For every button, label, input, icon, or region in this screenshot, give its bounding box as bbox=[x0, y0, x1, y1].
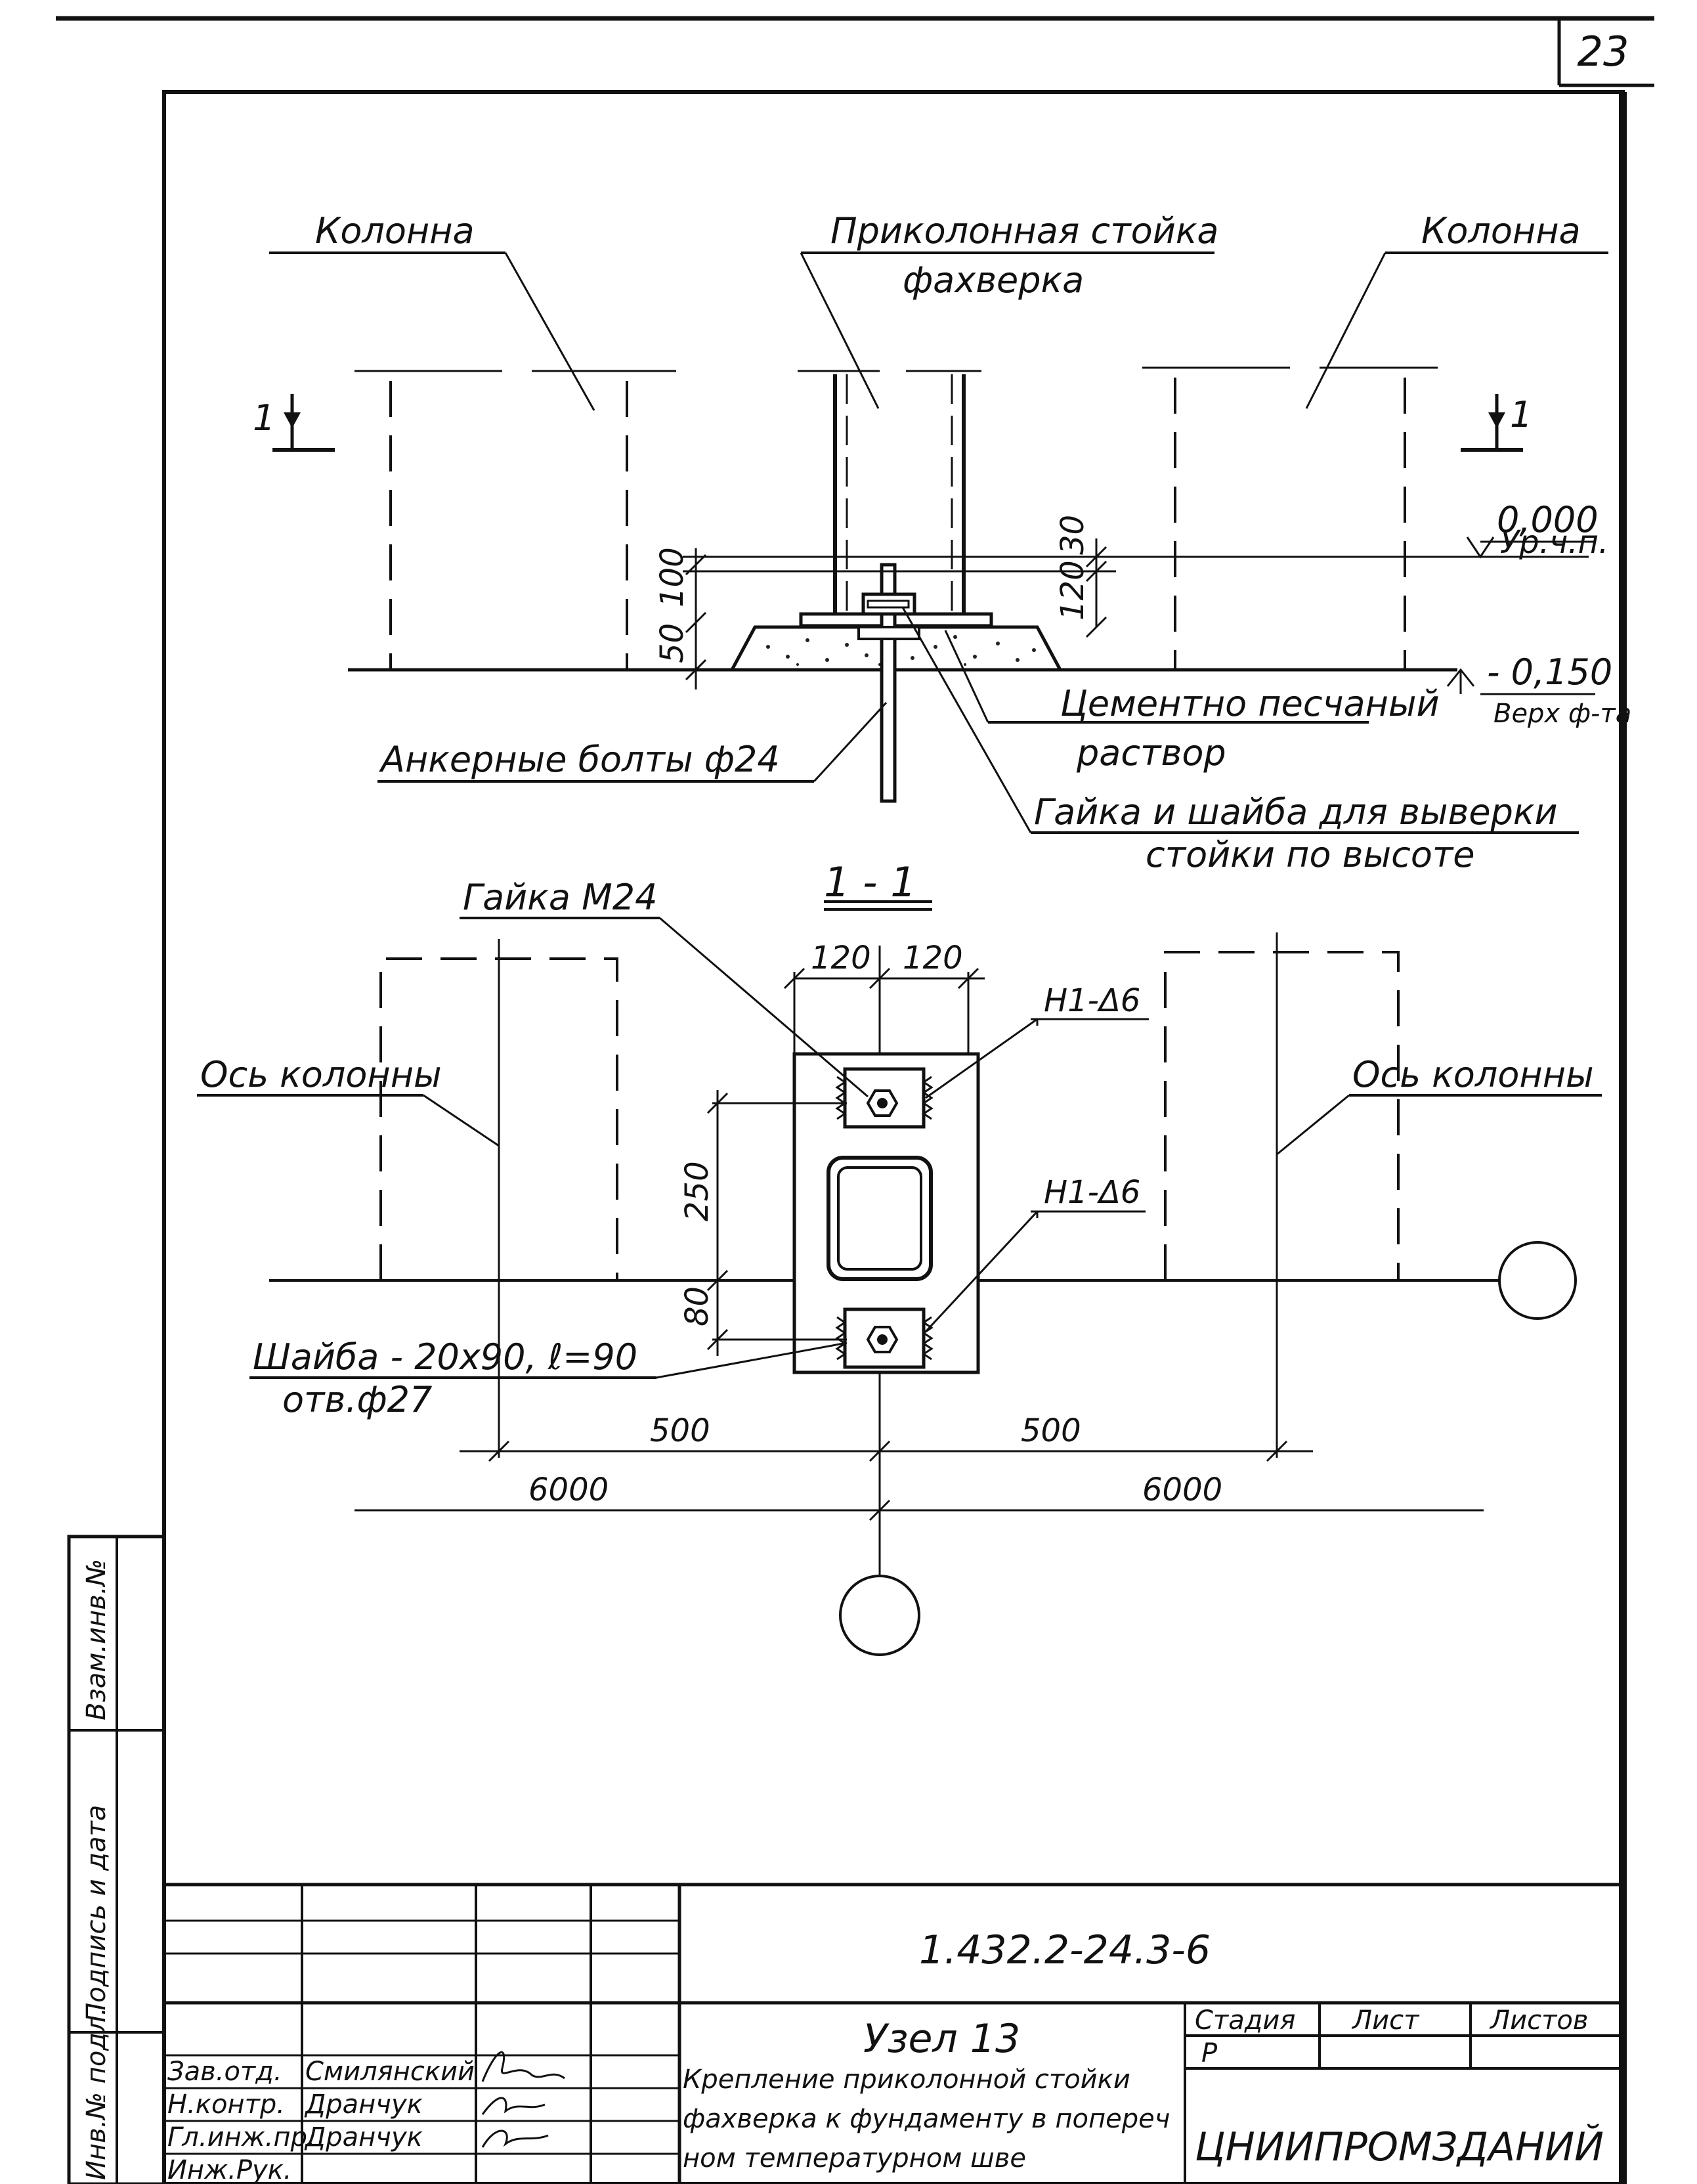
dim-80: 80 bbox=[679, 1286, 716, 1326]
label-column-right: Колонна bbox=[1421, 210, 1581, 251]
dim-100: 100 bbox=[654, 547, 691, 607]
label-axis-right: Ось колонны bbox=[1352, 1054, 1594, 1095]
label-nut-2: стойки по высоте bbox=[1146, 834, 1475, 875]
label-washer-2: отв.ф27 bbox=[282, 1379, 432, 1420]
role-3: Гл.инж.пр. bbox=[167, 2122, 316, 2152]
level-bottom-note: Верх ф-та bbox=[1493, 699, 1631, 729]
description-2: фахверка к фундаменту в попереч bbox=[683, 2104, 1170, 2134]
dim-500-left: 500 bbox=[650, 1412, 710, 1449]
weld-2: Н1-Δ6 bbox=[1044, 1174, 1140, 1211]
organization: ЦНИИПРОМЗДАНИЙ bbox=[1195, 2124, 1604, 2170]
node-title: Узел 13 bbox=[863, 2016, 1020, 2062]
level-bottom: - 0,150 bbox=[1487, 651, 1612, 693]
weld-1: Н1-Δ6 bbox=[1044, 982, 1140, 1019]
label-mortar-1: Цементно песчаный bbox=[1060, 683, 1440, 724]
role-4: Инж.Рук. bbox=[167, 2155, 292, 2184]
section-mark-left: 1 bbox=[253, 397, 275, 439]
description-3: ном температурном шве bbox=[683, 2143, 1026, 2173]
level-top-note: Ур.ч.п. bbox=[1500, 524, 1608, 561]
plan-view bbox=[197, 900, 1602, 1656]
label-post: Приколонная стойка bbox=[830, 210, 1219, 251]
dim-6000-left: 6000 bbox=[528, 1472, 609, 1508]
name-2: Дранчук bbox=[304, 2089, 423, 2120]
section-title: 1 - 1 bbox=[824, 858, 916, 906]
label-nut-1: Гайка и шайба для выверки bbox=[1034, 791, 1558, 833]
dim-50: 50 bbox=[654, 623, 691, 663]
doc-code: 1.432.2-24.3-6 bbox=[919, 1927, 1211, 1973]
elevation-view bbox=[269, 251, 1608, 834]
name-1: Смилянский bbox=[305, 2057, 475, 2087]
role-2: Н.контр. bbox=[167, 2089, 285, 2120]
stage-header: Стадия bbox=[1195, 2005, 1295, 2036]
side-field-3: Инв.№ подл. bbox=[81, 2007, 112, 2180]
dim-120: 120 bbox=[1054, 560, 1091, 621]
signatures bbox=[481, 2051, 565, 2148]
dim-30: 30 bbox=[1054, 515, 1091, 555]
name-3: Дранчук bbox=[304, 2122, 423, 2152]
dim-6000-right: 6000 bbox=[1142, 1472, 1222, 1508]
level-top: 0,000 bbox=[1497, 499, 1599, 540]
stage-value: Р bbox=[1201, 2038, 1218, 2068]
sheet-frame bbox=[56, 16, 1654, 2184]
dim-500-right: 500 bbox=[1021, 1412, 1081, 1449]
label-anchor: Анкерные болты ф24 bbox=[379, 739, 780, 780]
title-block bbox=[164, 1883, 1623, 2184]
sheet-header: Лист bbox=[1351, 2005, 1420, 2036]
dim-120-right: 120 bbox=[903, 940, 963, 976]
label-nut-m24: Гайка М24 bbox=[463, 877, 657, 918]
sheets-header: Листов bbox=[1489, 2005, 1588, 2036]
side-field-1: Взам.инв.№ bbox=[81, 1559, 112, 1720]
dim-120-left: 120 bbox=[811, 940, 871, 976]
description-1: Крепление приколонной стойки bbox=[683, 2064, 1130, 2095]
side-field-2: Подпись и дата bbox=[81, 1805, 112, 2022]
section-mark-right: 1 bbox=[1510, 394, 1532, 435]
page-number: 23 bbox=[1578, 28, 1629, 76]
label-washer-1: Шайба - 20х90, ℓ=90 bbox=[253, 1336, 637, 1378]
label-post-2: фахверка bbox=[903, 259, 1084, 301]
label-axis-left: Ось колонны bbox=[200, 1054, 442, 1095]
label-column-left: Колонна bbox=[315, 210, 475, 251]
role-1: Зав.отд. bbox=[167, 2057, 282, 2087]
dim-250: 250 bbox=[679, 1161, 716, 1221]
side-stamp bbox=[67, 1535, 166, 2184]
label-mortar-2: раствор bbox=[1076, 732, 1226, 774]
